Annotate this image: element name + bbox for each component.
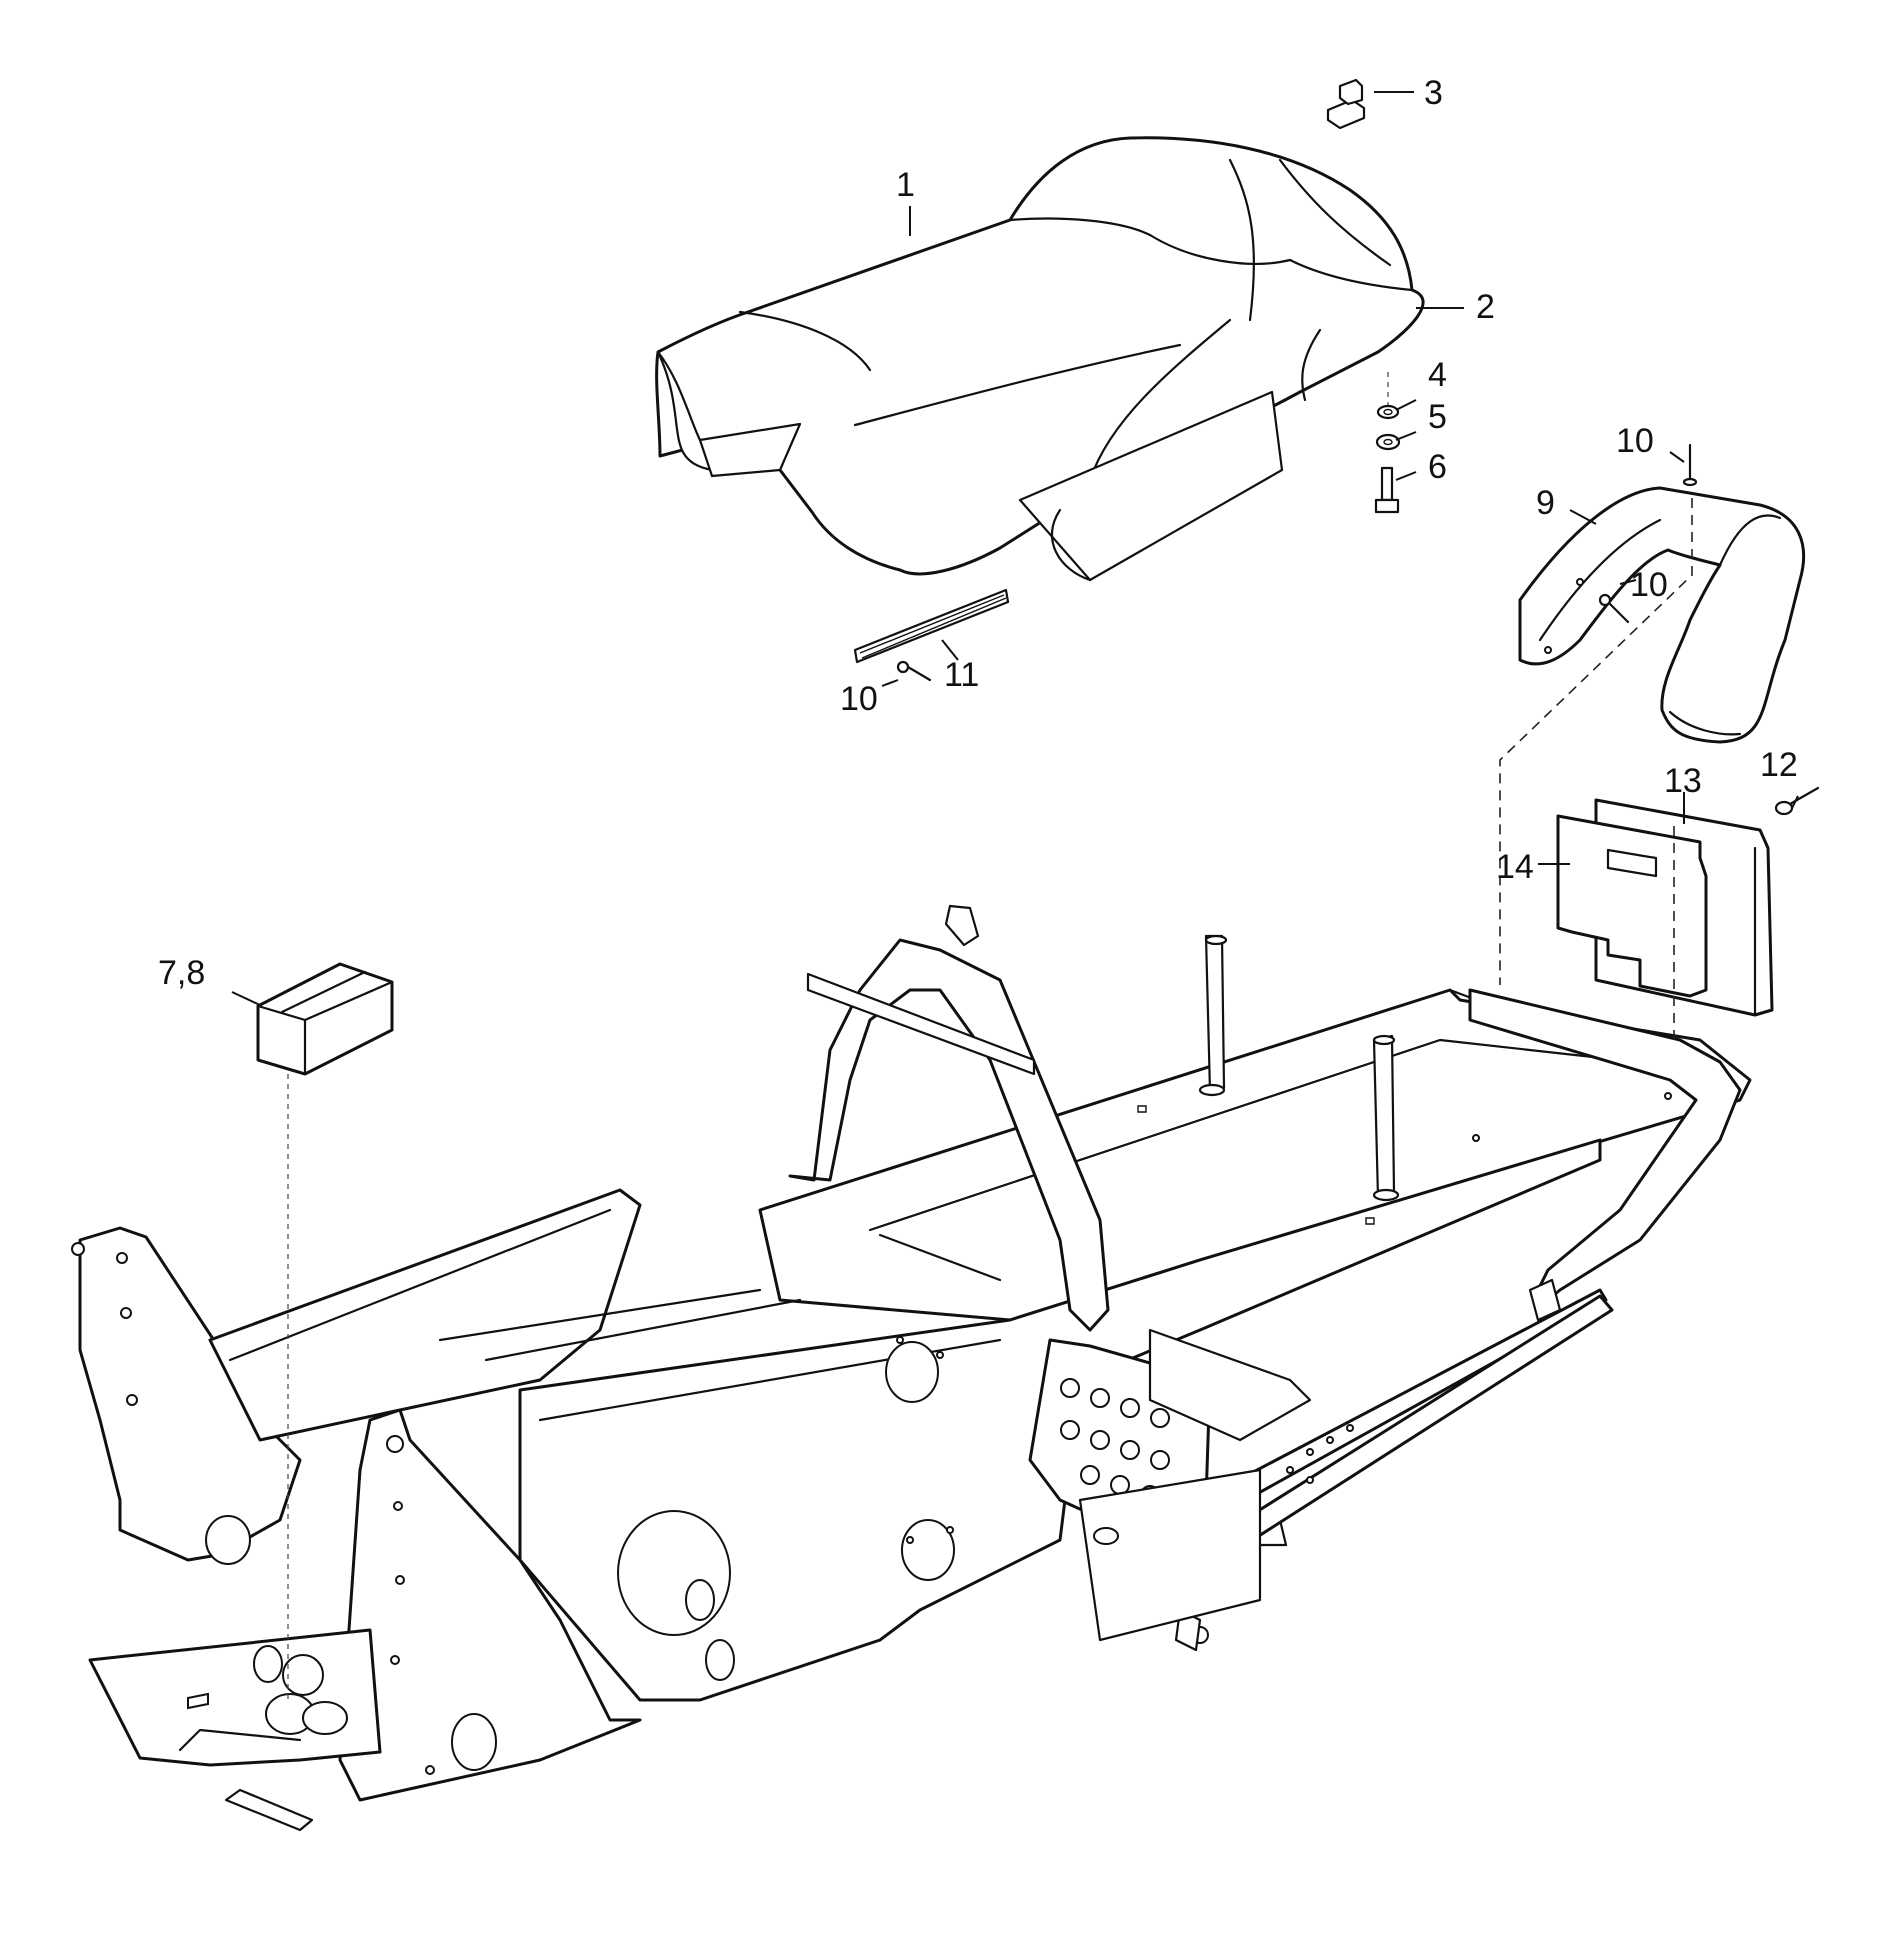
storage-box (256, 962, 394, 1076)
chassis-frame (71, 904, 1752, 1832)
callout-14: 14 (1496, 848, 1534, 886)
backrest (1518, 486, 1806, 744)
seat-strip (853, 588, 1010, 664)
seat-clip (1326, 78, 1366, 130)
callout-7-8: 7,8 (158, 954, 205, 992)
callout-1: 1 (896, 166, 915, 204)
bolt-6 (1374, 466, 1400, 514)
callout-3: 3 (1424, 74, 1443, 112)
guide-backrest-to-frame (1499, 498, 1693, 985)
callout-2: 2 (1476, 288, 1495, 326)
callout-4: 4 (1428, 356, 1447, 394)
callout-13: 13 (1664, 762, 1702, 800)
fastener-12 (1774, 786, 1820, 816)
callout-11: 11 (944, 656, 979, 694)
rivet-strip (896, 660, 932, 682)
leader-lines (231, 91, 1799, 1007)
callout-12: 12 (1760, 746, 1798, 784)
rivet-backrest-top (1682, 443, 1698, 487)
washer-4 (1376, 404, 1400, 420)
callout-6: 6 (1428, 448, 1447, 486)
pad-14 (1556, 814, 1708, 998)
seat-cushion (655, 136, 1425, 582)
callout-5: 5 (1428, 398, 1447, 436)
rivet-backrest-mid (1598, 593, 1630, 624)
callout-10-backrest-top: 10 (1616, 422, 1654, 460)
washer-5 (1375, 433, 1401, 451)
callout-9: 9 (1536, 484, 1555, 522)
callout-10-backrest-mid: 10 (1630, 566, 1668, 604)
callout-10-strip: 10 (840, 680, 878, 718)
